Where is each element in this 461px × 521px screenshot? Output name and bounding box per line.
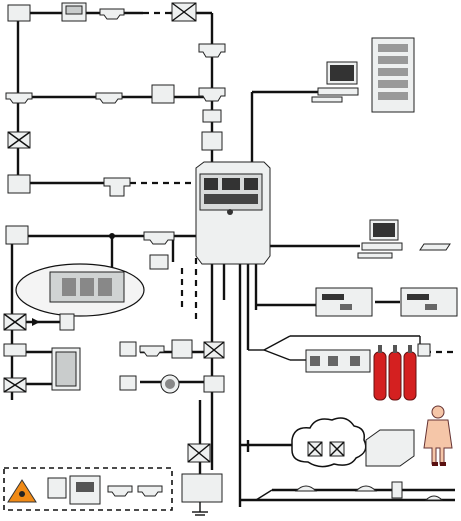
camera bbox=[149, 254, 169, 270]
smoke-detector bbox=[5, 92, 33, 104]
manual-call-point bbox=[7, 174, 31, 194]
server-rack bbox=[371, 37, 415, 113]
repeater-panel bbox=[315, 287, 458, 317]
manual-call-point bbox=[201, 131, 223, 151]
smoke-detector bbox=[99, 8, 125, 20]
tunnel-vehicle bbox=[15, 263, 145, 317]
manual-call-point bbox=[7, 4, 31, 22]
smoke-detector bbox=[143, 231, 175, 245]
network-cloud bbox=[291, 417, 367, 468]
gateway-module bbox=[365, 429, 415, 467]
manual-call-point bbox=[151, 84, 175, 104]
ex-barrier-box bbox=[181, 473, 223, 516]
workstation-computer bbox=[357, 219, 403, 259]
middle-loop-devices bbox=[5, 84, 175, 197]
call-point bbox=[59, 313, 75, 331]
firefighter bbox=[423, 405, 453, 466]
smoke-detector bbox=[198, 87, 226, 102]
fire-warning-sign bbox=[7, 479, 37, 503]
bottom-right-devices bbox=[294, 481, 444, 501]
ex-zone-devices bbox=[47, 475, 163, 505]
workstation-computer bbox=[311, 61, 359, 103]
release-valve bbox=[417, 343, 431, 357]
middle-row-devices bbox=[119, 339, 225, 394]
fire-alarm-control-panel bbox=[195, 161, 271, 265]
gas-extinguishing-cylinders bbox=[373, 345, 417, 401]
beam-detector bbox=[103, 177, 131, 197]
door-module bbox=[3, 343, 27, 357]
right-column-devices bbox=[198, 43, 226, 151]
smoke-detector bbox=[95, 92, 123, 104]
top-devices bbox=[7, 2, 197, 22]
printer bbox=[419, 243, 451, 251]
manual-call-point bbox=[5, 225, 29, 245]
ex-zone-boundary bbox=[3, 467, 173, 511]
door bbox=[51, 347, 81, 391]
extinguishing-control bbox=[305, 349, 371, 373]
wiring bbox=[10, 11, 455, 507]
smoke-detector bbox=[198, 43, 226, 58]
